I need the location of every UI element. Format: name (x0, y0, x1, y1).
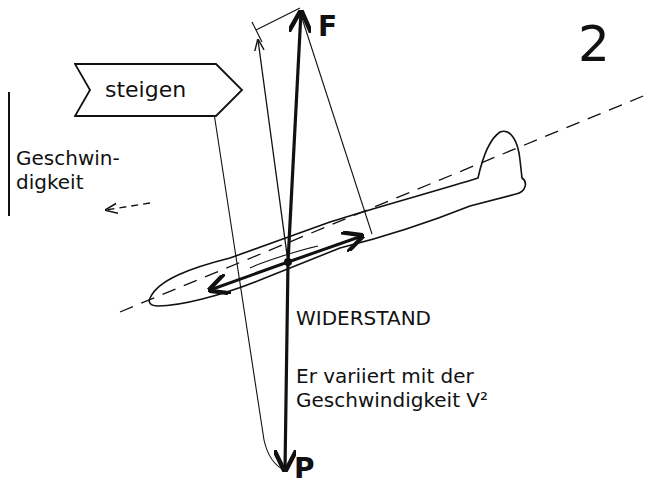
speed-label: Geschwin- digkeit (16, 146, 120, 194)
drag-label: WIDERSTAND (296, 306, 431, 330)
axis-line (120, 94, 648, 312)
weight-vector (285, 262, 288, 470)
weight-label: P (294, 452, 315, 486)
drag-arrow (210, 262, 288, 290)
banner-flag: steigen (75, 64, 243, 116)
lift-component (258, 40, 288, 262)
banner-text: steigen (105, 77, 186, 103)
construction-line (212, 100, 284, 470)
force-vector (288, 12, 301, 262)
edge-line (8, 92, 10, 216)
glider-body (149, 131, 525, 306)
thrust-arrow (288, 236, 362, 262)
force-label: F (318, 10, 337, 44)
construction-line (256, 8, 300, 30)
construction-line (300, 12, 372, 234)
page-number: 2 (578, 14, 610, 74)
construction-line (252, 22, 262, 42)
speed-arrow (106, 203, 150, 210)
drag-note: Er variiert mit der Geschwindigkeit V² (296, 364, 516, 412)
banner-shape (75, 64, 242, 116)
